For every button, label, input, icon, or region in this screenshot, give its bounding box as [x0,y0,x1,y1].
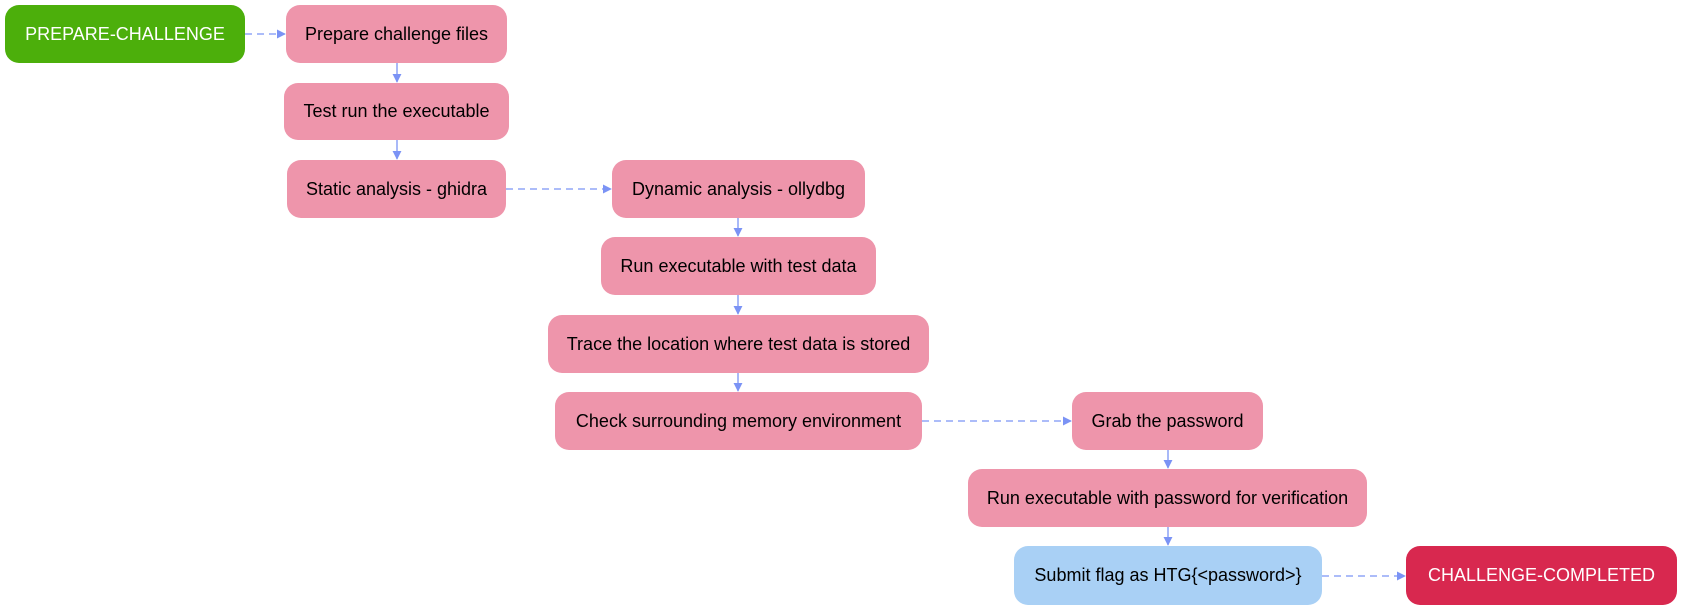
node-static-analysis: Static analysis - ghidra [287,160,506,218]
node-test-run: Test run the executable [284,83,509,140]
node-run-test-data: Run executable with test data [601,237,876,295]
node-submit-flag: Submit flag as HTG{<password>} [1014,546,1322,605]
node-run-verify: Run executable with password for verific… [968,469,1367,527]
node-prepare-files: Prepare challenge files [286,5,507,63]
node-dynamic-analysis: Dynamic analysis - ollydbg [612,160,865,218]
node-trace-location: Trace the location where test data is st… [548,315,929,373]
node-challenge-completed: CHALLENGE-COMPLETED [1406,546,1677,605]
node-grab-password: Grab the password [1072,392,1263,450]
node-check-memory: Check surrounding memory environment [555,392,922,450]
node-prepare-challenge: PREPARE-CHALLENGE [5,5,245,63]
